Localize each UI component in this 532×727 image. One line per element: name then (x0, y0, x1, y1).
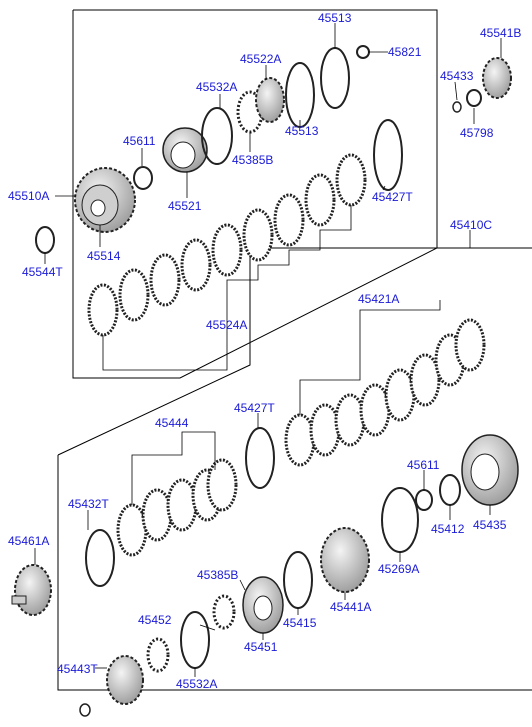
part-45385b-bearing-bot (212, 594, 236, 630)
label-45451: 45451 (244, 640, 278, 654)
part-45532a-ring-top (201, 107, 233, 165)
label-45544t: 45544T (22, 265, 63, 279)
label-45514: 45514 (87, 249, 121, 263)
label-45415: 45415 (283, 616, 317, 630)
leader-lines (34, 23, 502, 677)
part-45798-ring (466, 89, 482, 107)
leader-45421a (299, 300, 441, 415)
label-45444: 45444 (155, 416, 189, 430)
label-45427t-top: 45427T (372, 190, 413, 204)
part-45510a-hub (74, 167, 136, 233)
label-45427t-mid: 45427T (234, 401, 275, 415)
label-45421a: 45421A (358, 292, 400, 306)
label-45524a: 45524A (206, 318, 248, 332)
part-45513-ring-b (320, 47, 350, 109)
label-45532a-top: 45532A (196, 80, 238, 94)
part-45269a-ring (381, 487, 419, 553)
part-45513-ring-a (285, 62, 315, 128)
part-45421a-clutch-pack (284, 318, 486, 467)
label-45521: 45521 (168, 199, 202, 213)
part-45433-ring (452, 101, 462, 113)
label-45513: 45513 (318, 11, 352, 25)
part-45521-drum (162, 127, 208, 173)
label-45798: 45798 (460, 126, 494, 140)
part-45532a-ring-bot (180, 611, 210, 669)
label-45432t: 45432T (68, 497, 109, 511)
label-45522a: 45522A (240, 52, 282, 66)
part-45432t-snapring (85, 529, 115, 587)
part-45441a-drum (320, 527, 370, 593)
part-45443t-gear (106, 655, 144, 705)
label-45385b-bot: 45385B (197, 568, 239, 582)
label-45532a-bot: 45532A (176, 677, 218, 691)
part-45415-ring (283, 551, 313, 609)
part-45821-ring (356, 45, 370, 59)
label-45385b-top: 45385B (232, 153, 274, 167)
label-45611-top: 45611 (123, 134, 156, 148)
part-45452-bearing (146, 637, 170, 673)
label-45433: 45433 (440, 69, 474, 83)
label-45410c: 45410C (450, 218, 493, 232)
label-45821: 45821 (388, 45, 422, 59)
label-45443t: 45443T (57, 662, 98, 676)
part-45412-ring (439, 474, 461, 506)
label-45541b: 45541B (480, 26, 522, 40)
part-45427t-snapring-top (373, 119, 403, 191)
upper-assembly-boundary (72, 9, 438, 379)
label-45412: 45412 (431, 522, 465, 536)
part-45611-ring-top (133, 166, 153, 190)
label-45461a: 45461A (8, 534, 50, 548)
part-45611-ring-mid (415, 489, 433, 511)
part-45461a-gear-shaft (11, 564, 52, 616)
label-45513-b: 45513 (285, 124, 319, 138)
lower-assembly-top-edge (57, 247, 532, 456)
leader-45444 (131, 431, 216, 505)
leader-45524a (102, 205, 352, 371)
part-45451-hub (242, 576, 284, 634)
part-45444-clutch-pack (116, 458, 238, 557)
part-45522a-gear (255, 77, 285, 123)
part-45427t-snapring-mid (245, 427, 275, 489)
part-45541b-gear (482, 57, 512, 99)
part-45524a-clutch-pack (87, 153, 367, 337)
label-45435: 45435 (473, 518, 507, 532)
label-45611-mid: 45611 (407, 458, 440, 472)
part-45435-drum (461, 434, 519, 506)
part-45443t-ring (79, 703, 91, 717)
label-45441a: 45441A (330, 600, 372, 614)
part-45544t-ring (35, 226, 55, 254)
lower-assembly-boundary (57, 455, 532, 691)
label-45269a: 45269A (378, 562, 420, 576)
label-45510a: 45510A (8, 189, 50, 203)
label-45452: 45452 (138, 613, 172, 627)
